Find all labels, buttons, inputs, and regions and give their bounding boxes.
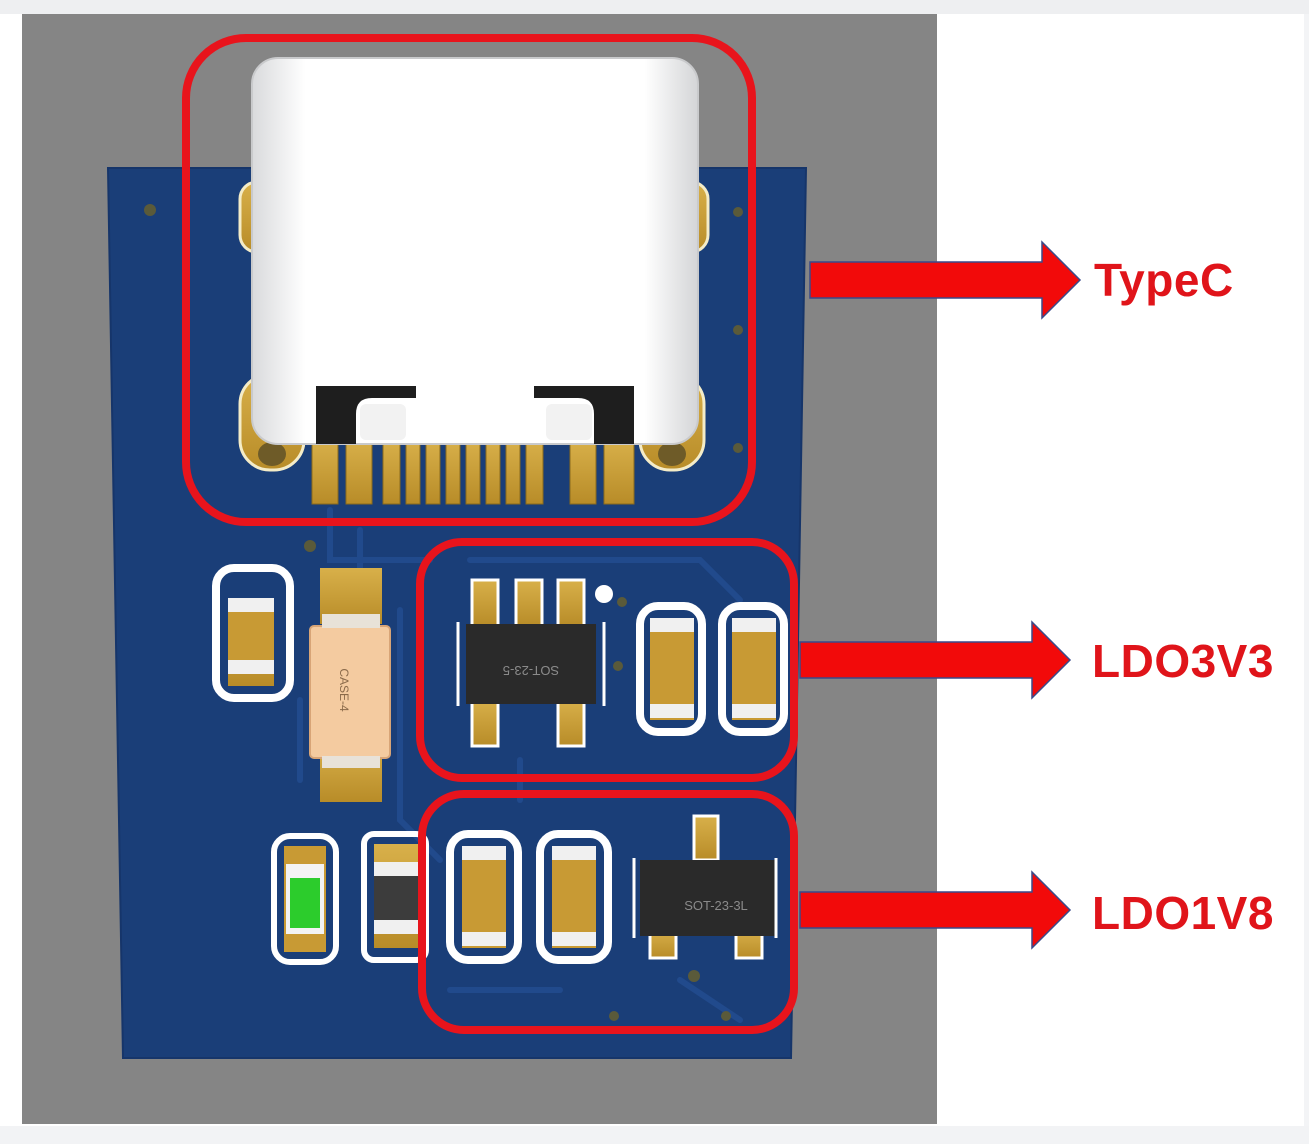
sot23-5-silkscreen: SOT-23-5 <box>503 663 559 678</box>
window-right-edge <box>1304 14 1309 1126</box>
usb-c-connector <box>251 57 699 445</box>
usb-pins <box>311 439 635 505</box>
vias <box>144 204 743 1021</box>
sot23-3l-ic: SOT-23-3L <box>632 814 778 960</box>
case4-component: CASE-4 <box>309 568 391 802</box>
capacitor-left <box>212 564 294 702</box>
typec-highlight-box <box>182 34 756 526</box>
ldo3v3-highlight-box <box>416 538 798 782</box>
case4-silkscreen: CASE-4 <box>337 668 351 712</box>
typec-arrow <box>809 240 1082 320</box>
ldo1v8-highlight-box <box>418 790 798 1034</box>
ldo3v3-arrow <box>799 620 1072 700</box>
ldo3v3-capacitors <box>636 602 788 736</box>
resistor <box>361 831 429 963</box>
typec-label: TypeC <box>1094 254 1234 306</box>
led-green <box>271 833 339 965</box>
ldo1v8-label: LDO1V8 <box>1092 887 1274 939</box>
ldo3v3-label: LDO3V3 <box>1092 635 1274 687</box>
sot23-5-ic: SOT-23-5 <box>456 578 613 748</box>
window-left-margin <box>0 14 22 1126</box>
window-top-bar <box>0 0 1309 14</box>
window-bottom-bar <box>0 1126 1309 1144</box>
ldo1v8-capacitors <box>446 830 612 964</box>
ldo1v8-arrow <box>799 870 1072 950</box>
sot23-3l-silkscreen: SOT-23-3L <box>684 898 748 913</box>
